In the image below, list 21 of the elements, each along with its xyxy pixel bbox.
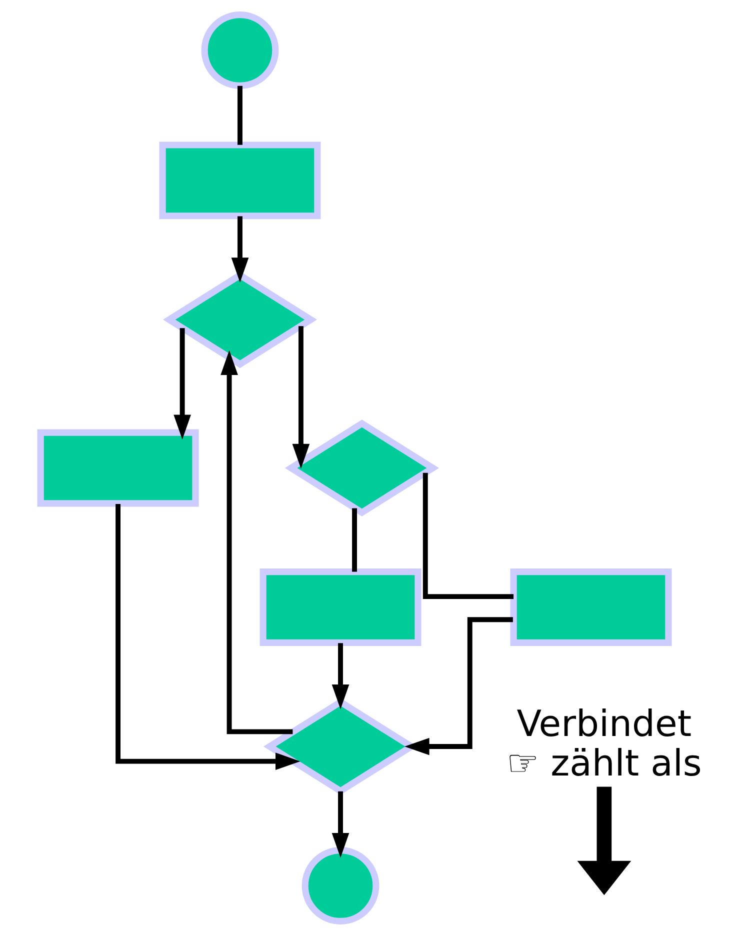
node-box <box>37 429 199 507</box>
node-text: Verbindet ☞ zählt als <box>506 702 702 784</box>
node-diamond <box>284 420 439 516</box>
arrow <box>292 326 310 469</box>
arrow <box>404 617 513 756</box>
arrow <box>577 786 632 896</box>
node-circle <box>201 12 279 89</box>
connector <box>238 86 242 145</box>
node-box <box>510 568 672 646</box>
arrow <box>332 791 350 858</box>
arrow <box>332 643 350 710</box>
connector <box>352 508 357 572</box>
arrow <box>220 350 293 734</box>
arrow <box>174 328 191 440</box>
node-box <box>159 142 321 220</box>
node-box <box>260 568 422 646</box>
arrow <box>231 216 249 282</box>
connector <box>422 472 514 600</box>
arrow <box>116 504 300 770</box>
node-diamond <box>162 271 318 368</box>
node-circle <box>302 847 380 924</box>
